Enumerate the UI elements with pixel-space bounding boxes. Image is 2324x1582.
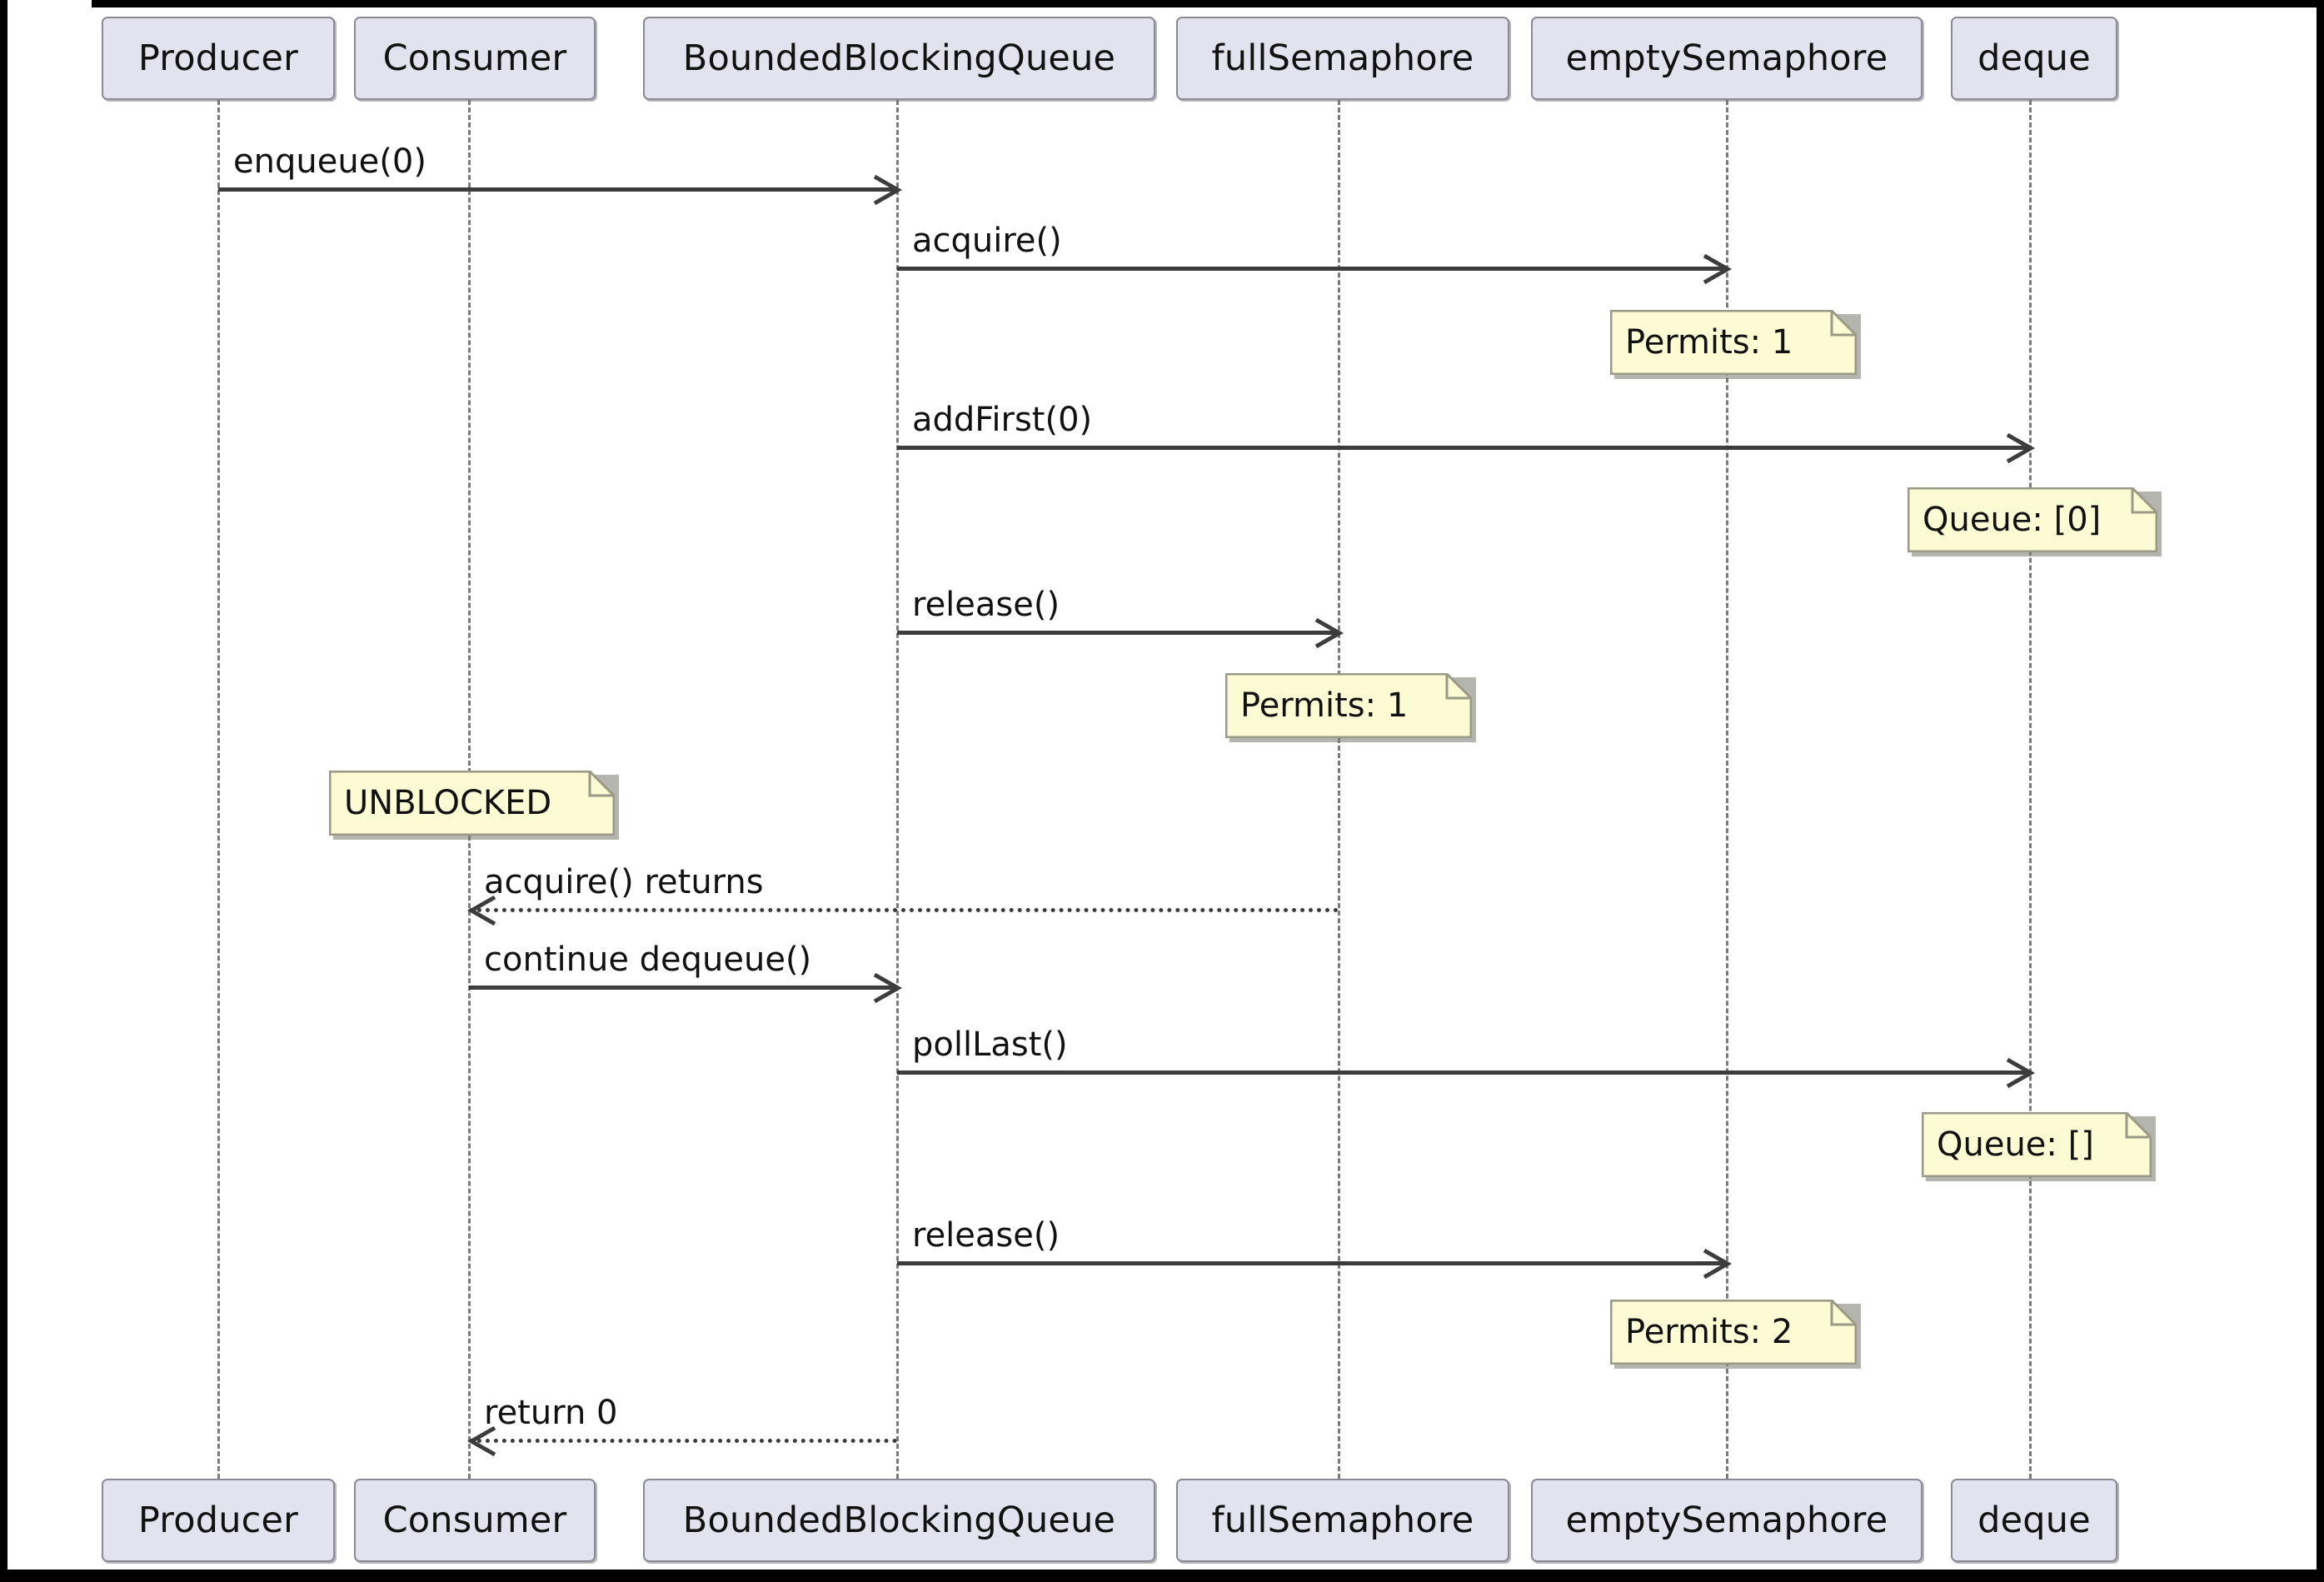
note-text: Queue: []	[1937, 1125, 2094, 1164]
participant-consumer-bottom[interactable]: Consumer	[354, 1479, 596, 1562]
participant-label: Producer	[137, 37, 299, 79]
message-label-m7: pollLast()	[912, 1026, 1068, 1064]
note-n5: Queue: []	[1922, 1112, 2156, 1181]
participant-label: Consumer	[382, 1500, 567, 1541]
message-label-m2: acquire()	[912, 222, 1062, 260]
message-label-m5: acquire() returns	[484, 863, 764, 901]
message-label-m3: addFirst(0)	[912, 401, 1093, 439]
message-label-m1: enqueue(0)	[233, 142, 426, 181]
message-label-m4: release()	[912, 586, 1060, 624]
participant-label: deque	[1977, 37, 2091, 79]
lifeline-empty	[1726, 100, 1728, 1479]
participant-queue-top[interactable]: BoundedBlockingQueue	[643, 17, 1155, 100]
note-n3: Permits: 1	[1225, 673, 1476, 742]
participant-label: emptySemaphore	[1565, 37, 1888, 79]
participant-empty-bottom[interactable]: emptySemaphore	[1531, 1479, 1923, 1562]
message-label-m9: return 0	[484, 1394, 618, 1432]
message-line-m3	[897, 446, 2030, 450]
note-body	[1922, 1112, 2152, 1177]
note-body	[329, 771, 615, 836]
message-line-m2	[897, 267, 1727, 271]
note-body	[1908, 487, 2157, 552]
message-line-m9	[469, 1439, 897, 1443]
frame-border-left	[0, 0, 7, 1582]
participant-label: BoundedBlockingQueue	[682, 1500, 1116, 1541]
note-text: UNBLOCKED	[344, 784, 552, 822]
participant-label: fullSemaphore	[1211, 1500, 1474, 1541]
participant-full-top[interactable]: fullSemaphore	[1176, 17, 1509, 100]
participant-deque-bottom[interactable]: deque	[1951, 1479, 2117, 1562]
participant-consumer-top[interactable]: Consumer	[354, 17, 596, 100]
message-line-m5	[469, 908, 1339, 912]
note-n1: Permits: 1	[1610, 310, 1861, 379]
note-text: Queue: [0]	[1923, 501, 2102, 539]
participant-producer-bottom[interactable]: Producer	[102, 1479, 335, 1562]
lifeline-full	[1338, 100, 1340, 1479]
lifeline-producer	[217, 100, 220, 1479]
note-n2: Queue: [0]	[1908, 487, 2162, 556]
lifeline-queue	[896, 100, 899, 1479]
participant-empty-top[interactable]: emptySemaphore	[1531, 17, 1923, 100]
participant-label: BoundedBlockingQueue	[682, 37, 1116, 79]
message-line-m8	[897, 1261, 1727, 1265]
frame-border-right	[2317, 0, 2324, 1582]
participant-label: emptySemaphore	[1565, 1500, 1888, 1541]
message-label-m8: release()	[912, 1216, 1060, 1255]
note-text: Permits: 2	[1625, 1313, 1793, 1351]
participant-label: deque	[1977, 1500, 2091, 1541]
note-body	[1225, 673, 1472, 738]
note-n4: UNBLOCKED	[329, 771, 619, 840]
participant-deque-top[interactable]: deque	[1951, 17, 2117, 100]
note-n6: Permits: 2	[1610, 1300, 1861, 1369]
participant-producer-top[interactable]: Producer	[102, 17, 335, 100]
lifeline-deque	[2029, 100, 2032, 1479]
message-line-m1	[218, 187, 897, 192]
note-body	[1610, 310, 1857, 375]
message-label-m6: continue dequeue()	[484, 941, 812, 979]
frame-border-bottom	[0, 1570, 2324, 1582]
frame-border-top	[92, 0, 2324, 7]
participant-label: fullSemaphore	[1211, 37, 1474, 79]
message-line-m7	[897, 1070, 2030, 1075]
note-text: Permits: 1	[1625, 323, 1793, 362]
participant-queue-bottom[interactable]: BoundedBlockingQueue	[643, 1479, 1155, 1562]
message-line-m6	[469, 986, 897, 990]
participant-full-bottom[interactable]: fullSemaphore	[1176, 1479, 1509, 1562]
message-line-m4	[897, 631, 1339, 635]
participant-label: Consumer	[382, 37, 567, 79]
participant-label: Producer	[137, 1500, 299, 1541]
note-text: Permits: 1	[1240, 686, 1409, 725]
note-body	[1610, 1300, 1857, 1365]
